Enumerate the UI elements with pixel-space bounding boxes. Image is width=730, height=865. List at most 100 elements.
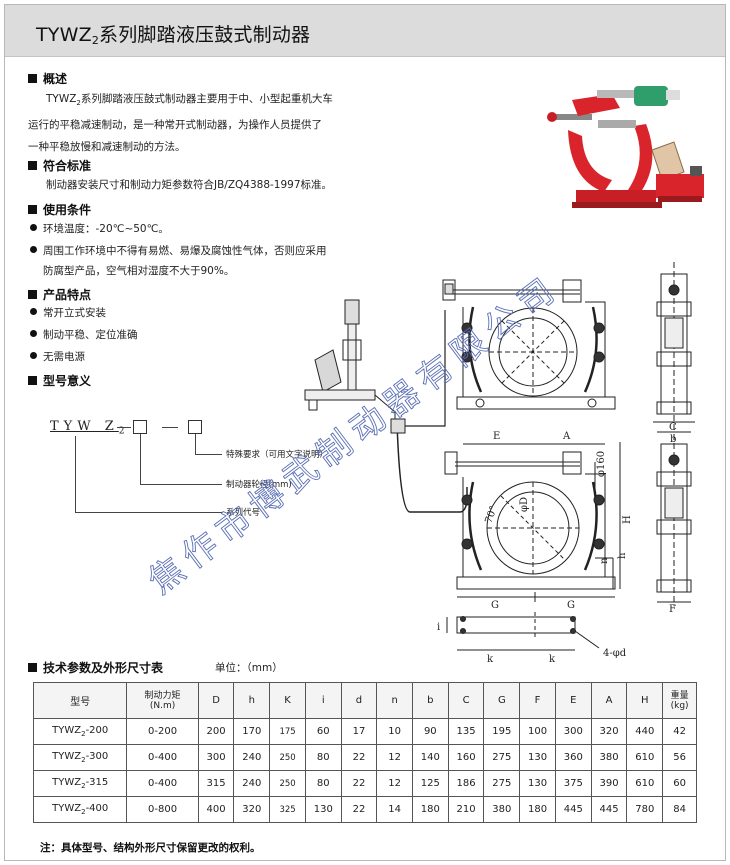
dim-label-H: H: [622, 515, 633, 524]
col-D: D: [197, 682, 235, 719]
cell-i: 80: [304, 770, 342, 797]
cell-b: 125: [411, 770, 449, 797]
standard-text: 制动器安装尺寸和制动力矩参数符合JB/ZQ4388-1997标准。: [46, 179, 333, 191]
cell-K: 325: [269, 796, 306, 823]
cell-torque: 0-800: [126, 796, 199, 823]
features-heading: 产品特点: [28, 286, 91, 303]
spec-table-heading: 技术参数及外形尺寸表: [28, 659, 163, 676]
cell-h: 320: [233, 796, 271, 823]
dim-label-n: n: [599, 557, 610, 564]
col-C: C: [447, 682, 485, 719]
col-K: K: [269, 682, 306, 719]
cell-D: 400: [197, 796, 235, 823]
cell-model: TYWZ2-300: [32, 744, 128, 771]
spec-table-unit: 单位：（mm）: [215, 662, 283, 674]
dim-label-i: i: [437, 622, 440, 633]
cell-A: 380: [590, 744, 628, 771]
cell-i: 130: [304, 796, 342, 823]
conditions-heading: 使用条件: [28, 201, 91, 218]
cell-G: 380: [483, 796, 521, 823]
col-h: h: [233, 682, 271, 719]
cell-A: 320: [590, 718, 628, 745]
table-row: TYWZ2-300 0-400 300 240 250 80 22 12 140…: [32, 744, 697, 771]
cell-D: 200: [197, 718, 235, 745]
footnote: 注：具体型号、结构外形尺寸保留更改的权利。: [40, 842, 261, 854]
col-model: 型号: [32, 682, 128, 719]
page-frame: [4, 4, 726, 861]
col-b: b: [411, 682, 449, 719]
table-header-row: 型号 制动力矩(N.m) D h K i d n b C G F E A H 重…: [32, 682, 697, 719]
code-label-wheel: 制动器轮径(mm): [226, 480, 292, 490]
overview-text: TYWZ2系列脚踏液压鼓式制动器主要用于中、小型起重机大车 运行的平稳减速制动，…: [28, 93, 333, 154]
overview-heading: 概述: [28, 70, 67, 87]
col-d: d: [340, 682, 378, 719]
cell-i: 60: [304, 718, 342, 745]
cell-H: 440: [626, 718, 664, 745]
col-G: G: [483, 682, 521, 719]
cell-C: 135: [447, 718, 485, 745]
cell-G: 275: [483, 770, 521, 797]
dim-label-phi160: φ160: [596, 451, 607, 477]
cell-torque: 0-200: [126, 718, 199, 745]
cell-n: 14: [376, 796, 413, 823]
table-row: TYWZ2-315 0-400 315 240 250 80 22 12 125…: [32, 770, 697, 797]
cell-K: 175: [269, 718, 306, 745]
feature-item: 制动平稳、定位准确: [30, 325, 138, 345]
cell-weight: 84: [662, 796, 697, 823]
cell-model: TYWZ2-200: [32, 718, 128, 745]
cell-h: 170: [233, 718, 271, 745]
cell-d: 22: [340, 770, 378, 797]
product-photo: [542, 80, 720, 222]
cell-E: 445: [554, 796, 592, 823]
cell-H: 780: [626, 796, 664, 823]
dim-label-F: F: [669, 604, 676, 615]
cell-C: 186: [447, 770, 485, 797]
condition-item-continued: 防腐型产品，空气相对湿度不大于90%。: [43, 265, 235, 277]
col-i: i: [304, 682, 342, 719]
cell-torque: 0-400: [126, 770, 199, 797]
col-A: A: [590, 682, 628, 719]
cell-weight: 60: [662, 770, 697, 797]
dim-label-h: h: [617, 552, 628, 559]
table-row: TYWZ2-400 0-800 400 320 325 130 22 14 18…: [32, 796, 697, 823]
spec-table: 型号 制动力矩(N.m) D h K i d n b C G F E A H 重…: [32, 682, 697, 823]
dim-label-phiD: φD: [519, 497, 530, 512]
condition-item: 环境温度：-20℃~50℃。: [30, 219, 169, 239]
cell-H: 610: [626, 744, 664, 771]
col-F: F: [519, 682, 556, 719]
cell-d: 17: [340, 718, 378, 745]
col-E: E: [554, 682, 592, 719]
cell-F: 180: [519, 796, 556, 823]
cell-F: 100: [519, 718, 556, 745]
cell-K: 250: [269, 744, 306, 771]
cell-D: 300: [197, 744, 235, 771]
cell-weight: 42: [662, 718, 697, 745]
cell-model: TYWZ2-400: [32, 796, 128, 823]
standard-heading: 符合标准: [28, 157, 91, 174]
cell-F: 130: [519, 770, 556, 797]
col-n: n: [376, 682, 413, 719]
code-box-wheel: [133, 420, 147, 434]
cell-C: 210: [447, 796, 485, 823]
dim-label-E: E: [493, 431, 500, 442]
cell-b: 180: [411, 796, 449, 823]
cell-d: 22: [340, 744, 378, 771]
cell-d: 22: [340, 796, 378, 823]
cell-C: 160: [447, 744, 485, 771]
page-title: TYWZ2系列脚踏液压鼓式制动器: [36, 24, 311, 47]
cell-h: 240: [233, 770, 271, 797]
cell-h: 240: [233, 744, 271, 771]
cell-torque: 0-400: [126, 744, 199, 771]
col-torque: 制动力矩(N.m): [126, 682, 199, 719]
cell-model: TYWZ2-315: [32, 770, 128, 797]
cell-D: 315: [197, 770, 235, 797]
dim-label-G-left: G: [491, 600, 499, 611]
model-code: TYW Z2: [50, 419, 130, 437]
feature-item: 常开立式安装: [30, 303, 106, 323]
cell-E: 375: [554, 770, 592, 797]
dim-label-k-left: k: [487, 654, 494, 665]
dim-label-C: C: [669, 422, 677, 433]
technical-drawings: E A C b φ160 φD 70° H n h G G F i k k 4-…: [304, 262, 695, 665]
cell-K: 250: [269, 770, 306, 797]
cell-n: 12: [376, 770, 413, 797]
